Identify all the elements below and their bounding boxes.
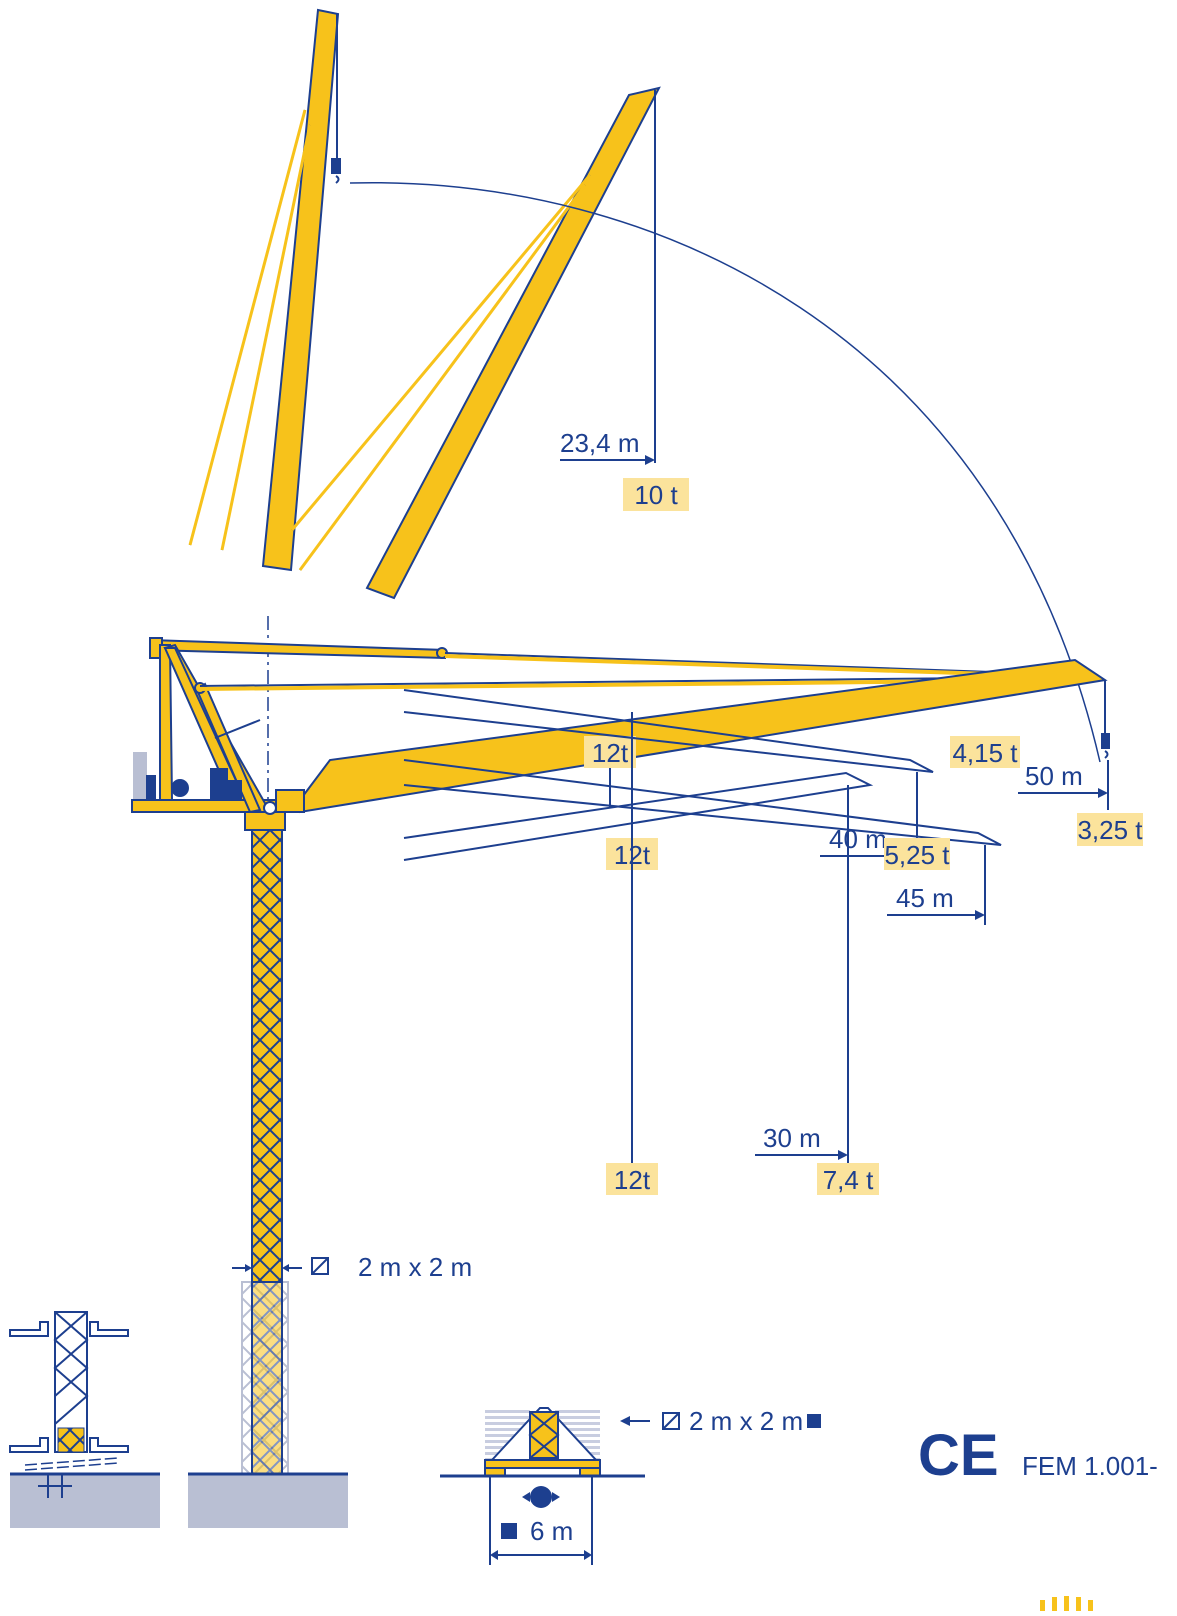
- winch-icon: [210, 768, 228, 800]
- counter-jib: [131, 637, 448, 814]
- jib-45-max-load-box: [584, 736, 636, 768]
- main-jib: [275, 658, 1110, 814]
- base-section-dimension: 2 m x 2 m: [620, 1406, 821, 1436]
- jib-raised-vertical: [188, 8, 341, 572]
- luffing-radius-dimension: 23,4 m 10 t: [560, 428, 689, 511]
- sun-logo-icon: [1040, 1596, 1093, 1611]
- jib-option-30m: 30 m 12t 7,4 t: [403, 771, 879, 1195]
- climbing-detail: [9, 1311, 160, 1528]
- jib-40-tip-load-box: [884, 838, 950, 870]
- jib-45-radius-label: 45 m: [896, 883, 954, 913]
- jib-45-tip-load: 4,15 t: [952, 738, 1018, 768]
- main-jib-radius-label: 50 m: [1025, 761, 1083, 791]
- base-dimension-label: 6 m: [530, 1516, 573, 1546]
- luffing-load-box: [623, 478, 689, 511]
- main-jib-dimension: 50 m 3,25 t: [1018, 760, 1143, 846]
- jib-45-tip-load-box: [950, 736, 1020, 768]
- jib-30-radius-label: 30 m: [763, 1123, 821, 1153]
- jib-option-45m: 45 m 12t 4,15 t: [403, 736, 1020, 925]
- centre-point-icon: [530, 1486, 552, 1508]
- jib-40-radius-label: 40 m: [829, 824, 887, 854]
- arrow-right-icon: [552, 1492, 560, 1502]
- square-bullet-icon: [501, 1523, 517, 1539]
- ce-mark-icon: CE: [918, 1423, 999, 1488]
- base-section-label: 2 m x 2 m: [689, 1406, 803, 1436]
- certification: CE FEM 1.001-: [918, 1423, 1158, 1611]
- jib-45-max-load: 12t: [592, 738, 629, 768]
- jib-option-40m: 40 m 12t 5,25 t: [403, 689, 950, 870]
- ground-main: [188, 1474, 348, 1528]
- tower-mast: [241, 829, 290, 1498]
- arrow-left-icon: [522, 1492, 530, 1502]
- luffing-radius-label: 23,4 m: [560, 428, 640, 458]
- base-detail: 6 m: [440, 1407, 645, 1565]
- square-section-icon: [311, 1257, 329, 1275]
- jib-raised-inclined: [290, 86, 661, 600]
- square-bullet-icon: [807, 1414, 821, 1428]
- jib-30-tip-load: 7,4 t: [823, 1165, 874, 1195]
- square-section-icon: [662, 1412, 680, 1430]
- hook-block-icon: [1101, 733, 1110, 749]
- jib-30-max-load: 12t: [614, 1165, 651, 1195]
- luffing-arc: [349, 181, 1101, 763]
- mast-section-dimension: 2 m x 2 m: [232, 1252, 472, 1282]
- jib-40-tip-load: 5,25 t: [884, 840, 950, 870]
- main-jib-load-box: [1077, 813, 1143, 846]
- hook-block-icon: [331, 158, 341, 174]
- fem-standard-label: FEM 1.001-: [1022, 1451, 1158, 1481]
- luffing-load-label: 10 t: [634, 480, 678, 510]
- jib-30-tip-load-box: [817, 1163, 879, 1195]
- jib-30-max-load-box: [606, 1163, 658, 1195]
- mast-section-label: 2 m x 2 m: [358, 1252, 472, 1282]
- main-jib-load-label: 3,25 t: [1077, 815, 1143, 845]
